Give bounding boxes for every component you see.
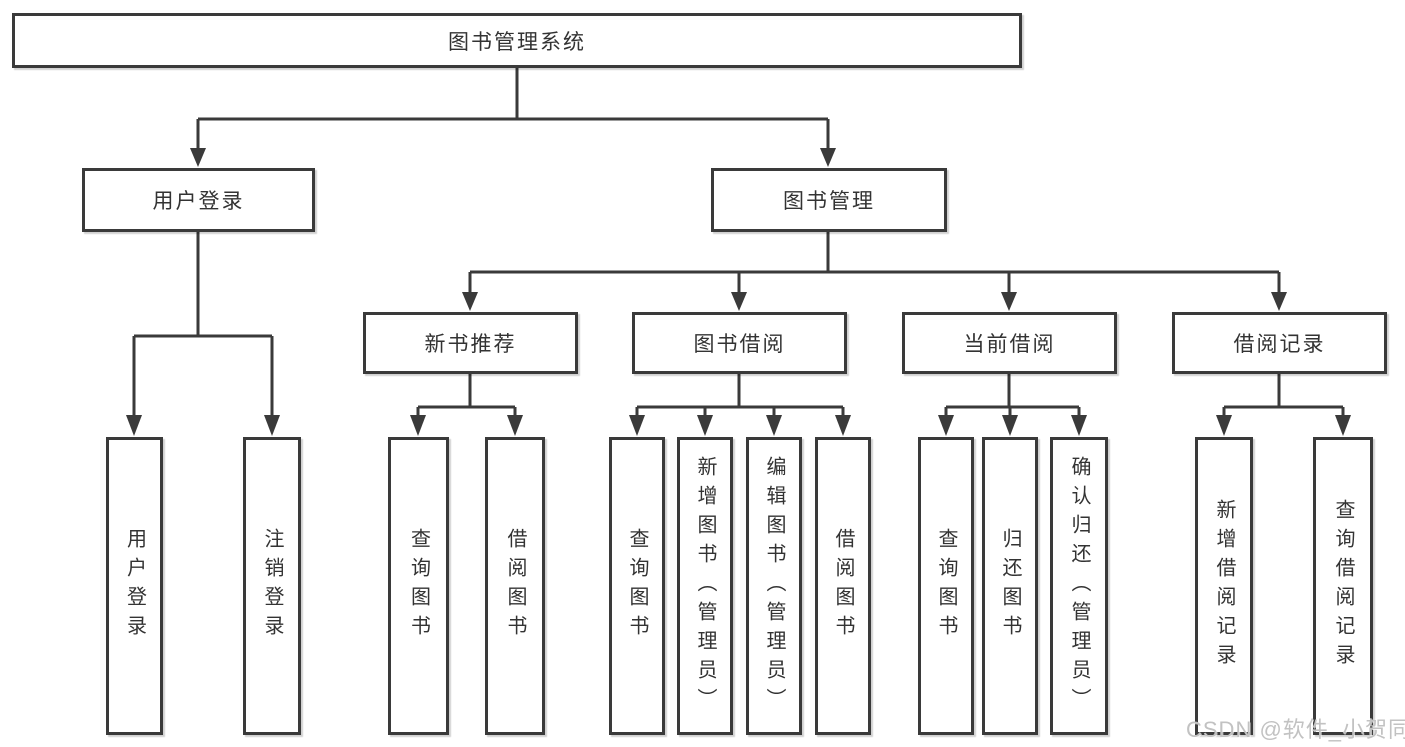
node-book-borrow-label: 图书借阅: [693, 333, 786, 356]
leaf-bb-add-books-admin: 新增图书（管理员）: [677, 437, 733, 735]
node-root-label: 图书管理系统: [448, 30, 586, 54]
leaf-nbr-query-books: 查询图书: [388, 437, 449, 735]
node-user-login-label: 用户登录: [152, 190, 245, 213]
node-root: 图书管理系统: [12, 13, 1022, 68]
leaf-bb-borrow-books: 借阅图书: [815, 437, 871, 735]
node-book-management-label: 图书管理: [783, 190, 875, 213]
leaf-cb-return-books-label: 归还图书: [999, 528, 1021, 644]
leaf-user-login-label: 用户登录: [123, 528, 146, 644]
leaf-br-query-record-label: 查询借阅记录: [1332, 499, 1354, 673]
node-book-management: 图书管理: [711, 168, 947, 232]
leaf-bb-query-books: 查询图书: [609, 437, 665, 735]
node-borrow-records: 借阅记录: [1172, 312, 1387, 374]
leaf-br-add-record-label: 新增借阅记录: [1213, 499, 1235, 673]
leaf-nbr-query-books-label: 查询图书: [407, 528, 430, 644]
leaf-cb-confirm-return-admin: 确认归还（管理员）: [1050, 437, 1108, 735]
leaf-bb-edit-books-admin: 编辑图书（管理员）: [746, 437, 802, 735]
leaf-bb-query-books-label: 查询图书: [626, 528, 648, 644]
node-current-borrow-label: 当前借阅: [963, 333, 1056, 356]
leaf-br-query-record: 查询借阅记录: [1313, 437, 1373, 735]
node-book-borrow: 图书借阅: [632, 312, 847, 374]
leaf-bb-edit-books-admin-label: 编辑图书（管理员）: [763, 455, 785, 717]
leaf-user-login: 用户登录: [106, 437, 163, 735]
leaf-nbr-borrow-books: 借阅图书: [485, 437, 545, 735]
node-new-book-recommend-label: 新书推荐: [424, 333, 517, 356]
leaf-logout-label: 注销登录: [261, 528, 283, 644]
leaf-logout: 注销登录: [243, 437, 301, 735]
csdn-watermark: CSDN @软件_小贺同学: [1186, 717, 1405, 742]
leaf-nbr-borrow-books-label: 借阅图书: [504, 528, 526, 644]
leaf-cb-query-books: 查询图书: [918, 437, 974, 735]
node-current-borrow: 当前借阅: [902, 312, 1117, 374]
node-borrow-records-label: 借阅记录: [1233, 333, 1326, 356]
leaf-bb-add-books-admin-label: 新增图书（管理员）: [694, 455, 716, 717]
leaf-cb-confirm-return-admin-label: 确认归还（管理员）: [1068, 455, 1090, 717]
leaf-bb-borrow-books-label: 借阅图书: [832, 528, 854, 644]
leaf-cb-return-books: 归还图书: [982, 437, 1038, 735]
leaf-cb-query-books-label: 查询图书: [935, 528, 957, 644]
leaf-br-add-record: 新增借阅记录: [1195, 437, 1253, 735]
node-new-book-recommend: 新书推荐: [363, 312, 578, 374]
node-user-login: 用户登录: [82, 168, 315, 232]
